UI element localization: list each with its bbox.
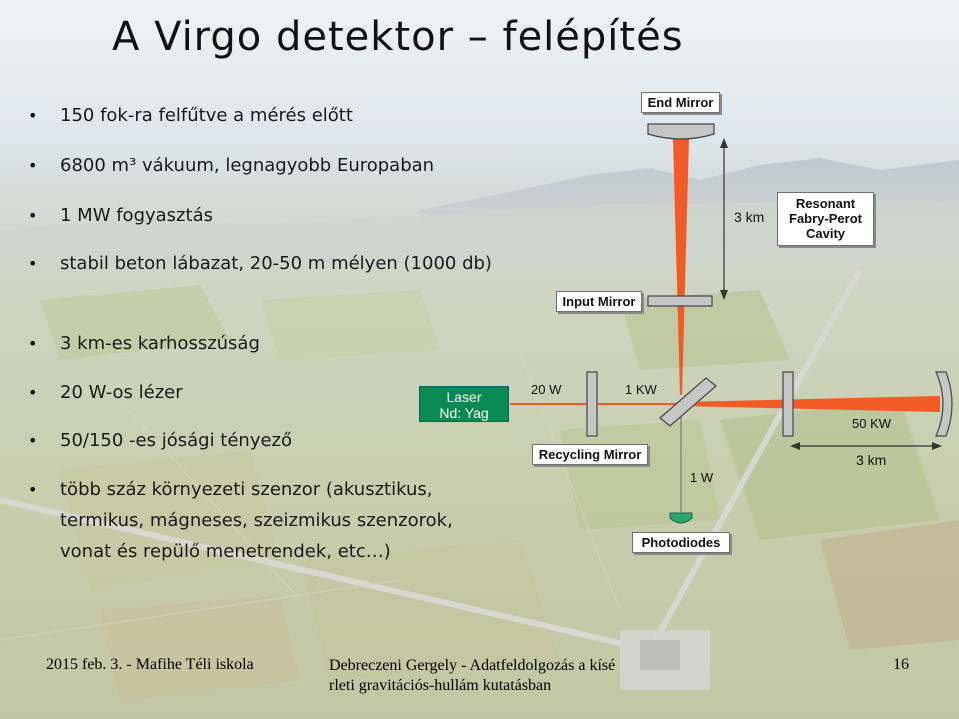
arrowhead-down-icon bbox=[720, 290, 728, 300]
footer-date-event: 2015 feb. 3. - Mafihe Téli iskola bbox=[46, 656, 254, 673]
footer-author-title: Debreczeni Gergely - Adatfeldolgozás a k… bbox=[329, 656, 639, 696]
beam-splitter-icon bbox=[659, 377, 717, 427]
laser-line: Laser bbox=[446, 389, 482, 405]
photodiodes-label: Photodiodes bbox=[632, 532, 730, 553]
bullet-item: 6800 m³ vákuum, legnagyobb Europaban bbox=[28, 150, 498, 181]
power-1kw-label: 1 KW bbox=[625, 382, 657, 397]
bullet-item: 1 MW fogyasztás bbox=[28, 200, 498, 231]
bullet-item: 20 W-os lézer bbox=[28, 377, 498, 408]
resonant-cavity-line: Resonant bbox=[795, 196, 856, 211]
laser-line: Nd: Yag bbox=[439, 405, 489, 421]
bullet-item: 50/150 -es jósági tényező bbox=[28, 425, 498, 456]
bullet-item: több száz környezeti szenzor (akusztikus… bbox=[28, 474, 498, 567]
footer-title-line: Debreczeni Gergely - Adatfeldolgozás a k… bbox=[329, 657, 616, 674]
resonant-cavity-line: Cavity bbox=[805, 226, 846, 241]
vertical-length-label: 3 km bbox=[734, 209, 765, 225]
horizontal-arm-beam bbox=[682, 396, 940, 412]
photodiode-icon bbox=[669, 512, 693, 524]
laser-label: Laser Nd: Yag bbox=[419, 386, 509, 422]
bullet-item: stabil beton lábazat, 20-50 m mélyen (10… bbox=[28, 248, 498, 279]
input-mirror-horizontal-icon bbox=[782, 371, 794, 437]
footer-title-line: rleti gravitációs-hullám kutatásban bbox=[329, 677, 552, 694]
arrowhead-up-icon bbox=[720, 138, 728, 148]
page-number: 16 bbox=[893, 656, 909, 673]
power-1w-label: 1 W bbox=[690, 470, 714, 485]
arrowhead-right-icon bbox=[932, 442, 942, 450]
resonant-cavity-label: Resonant Fabry-Perot Cavity bbox=[777, 192, 874, 246]
power-50kw-label: 50 KW bbox=[852, 416, 892, 431]
end-mirror-label: End Mirror bbox=[641, 92, 720, 113]
end-mirror-right-icon bbox=[935, 371, 953, 437]
end-mirror-icon bbox=[647, 123, 715, 140]
input-mirror-vertical-icon bbox=[647, 295, 713, 307]
bullet-item: 3 km-es karhosszúság bbox=[28, 328, 498, 359]
slide-title: A Virgo detektor – felépítés bbox=[112, 14, 684, 60]
power-20w-label: 20 W bbox=[531, 382, 562, 397]
recycling-mirror-label: Recycling Mirror bbox=[532, 444, 648, 465]
horizontal-length-label: 3 km bbox=[856, 452, 887, 468]
input-mirror-label: Input Mirror bbox=[556, 291, 642, 312]
resonant-cavity-line: Fabry-Perot bbox=[789, 211, 862, 226]
bullet-item: 150 fok-ra felfűtve a mérés előtt bbox=[28, 100, 498, 131]
arrowhead-left-icon bbox=[790, 442, 800, 450]
vertical-arm-beam bbox=[673, 138, 689, 395]
recycling-mirror-icon bbox=[586, 371, 598, 437]
